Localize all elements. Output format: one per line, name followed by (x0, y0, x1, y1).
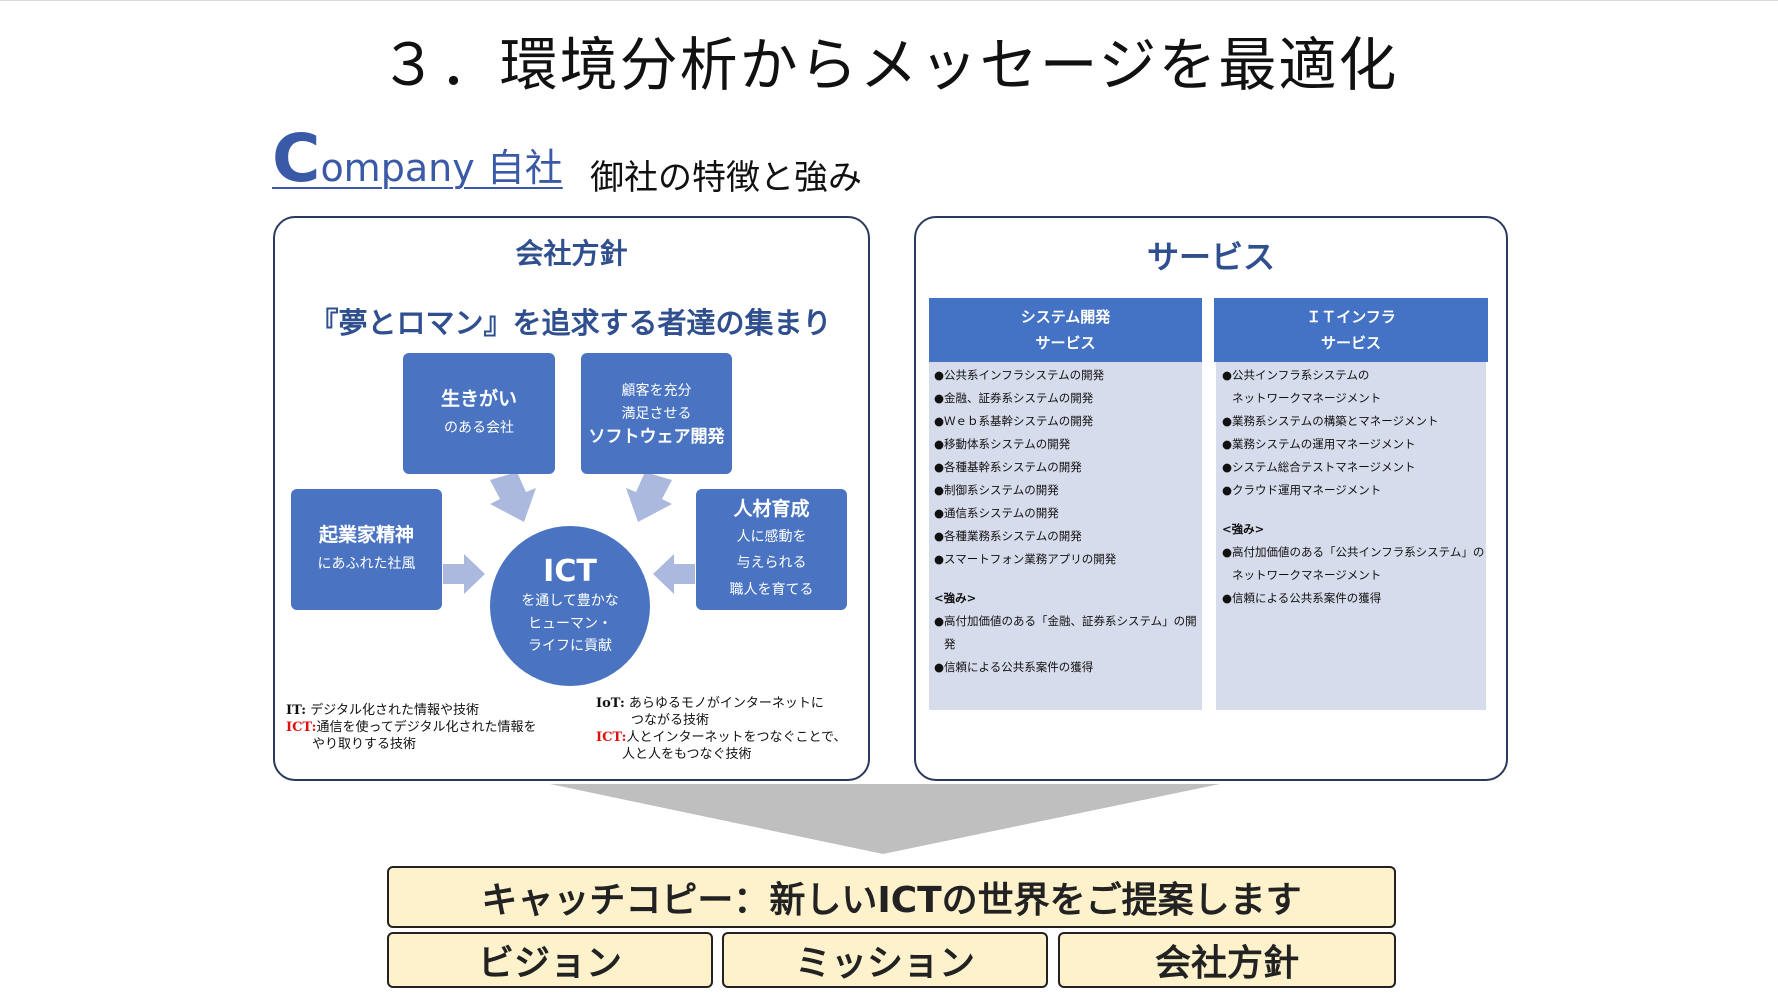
box-software-line1: 顧客を充分 (621, 382, 692, 399)
mission-box: ミッション (722, 932, 1048, 988)
ict-circle: ICT を通して豊かな ヒューマン・ ライフに貢献 (490, 526, 650, 686)
list-item: ●スマートフォン業務アプリの開発 (934, 552, 1117, 566)
arrow-talent-to-center (653, 554, 695, 594)
list-item: ●公共インフラ系システムの (1222, 368, 1370, 382)
arrow-ikigai-to-center (490, 472, 536, 522)
list-item: ネットワークマネージメント (1232, 391, 1382, 405)
service-heading: サービス (1146, 238, 1275, 276)
service-col1-header: システム開発 サービス (929, 298, 1202, 362)
company-initial: C (272, 120, 321, 197)
ict-circle-line3: ライフに貢献 (528, 638, 612, 655)
list-item: ●業務システムの運用マネージメント (1222, 437, 1416, 451)
list-gap (1222, 502, 1486, 518)
note-iot-text: あらゆるモノがインターネットに (624, 696, 824, 711)
list-item: ●金融、証券系システムの開発 (934, 391, 1094, 405)
note-ict2-text2: 人と人をもつなぐ技術 (622, 746, 752, 762)
company-subtitle: 御社の特徴と強み (590, 158, 862, 198)
service-col2-list: ●公共インフラ系システムの ネットワークマネージメント ●業務系システムの構築と… (1222, 364, 1486, 610)
note-ict2-key: ICT: (596, 729, 627, 745)
service-col1-head1: システム開発 (1020, 307, 1111, 326)
service-col1-head2: サービス (1035, 334, 1096, 352)
arrow-entrepreneur-to-center (443, 554, 485, 594)
strength-item: ネットワークマネージメント (1232, 568, 1382, 582)
box-talent-title: 人材育成 (733, 498, 810, 521)
box-software-title: ソフトウェア開発 (588, 426, 725, 447)
list-item: ●各種業務系システムの開発 (934, 529, 1082, 543)
box-talent-line1: 人に感動を (736, 528, 807, 545)
service-col2-header: ＩＴインフラ サービス (1214, 298, 1488, 362)
policy-arrows (443, 472, 695, 594)
box-talent: 人材育成 人に感動を 与えられる 職人を育てる (696, 489, 847, 610)
top-border-line (0, 0, 1778, 1)
arrow-software-to-center (626, 472, 672, 522)
note-iot-text2: つながる技術 (631, 712, 710, 728)
list-item: ●公共系インフラシステムの開発 (934, 368, 1105, 382)
box-ikigai-sub: のある会社 (444, 419, 514, 436)
ict-circle-line2: ヒューマン・ (528, 615, 612, 632)
ict-circle-line1: を通して豊かな (521, 593, 619, 610)
list-item: ●通信系システムの開発 (934, 506, 1059, 520)
note-ict2-text: 人とインターネットをつなぐことで、 (626, 729, 847, 745)
box-entrepreneur: 起業家精神 にあふれた社風 (291, 489, 442, 610)
list-item: ●制御系システムの開発 (934, 483, 1059, 497)
list-item: ●Ｗｅｂ系基幹システムの開発 (934, 414, 1094, 428)
box-software-line2: 満足させる (621, 405, 692, 422)
note-ict-text2: やり取りする技術 (312, 736, 417, 752)
box-ikigai: 生きがい のある会社 (403, 353, 555, 474)
service-col2-head1: ＩＴインフラ (1306, 307, 1396, 326)
box-software: 顧客を充分 満足させる ソフトウェア開発 (581, 353, 732, 474)
notes-right: IoT: あらゆるモノがインターネットに つながる技術 ICT:人とインターネッ… (596, 696, 861, 764)
service-col1-list: ●公共系インフラシステムの開発 ●金融、証券系システムの開発 ●Ｗｅｂ系基幹シス… (934, 364, 1200, 679)
box-entrepreneur-title: 起業家精神 (318, 524, 414, 547)
policy-slogan: 『夢とロマン』を追求する者達の集まり (309, 306, 832, 340)
slide-title: ３．環境分析からメッセージを最適化 (379, 31, 1399, 99)
strength-item: ●高付加価値のある「金融、証券系システム」の開 (934, 614, 1197, 628)
box-talent-line2: 与えられる (736, 555, 807, 572)
note-it-key: IT: (286, 703, 307, 718)
strength-item: 発 (944, 637, 956, 651)
vision-box: ビジョン (387, 932, 713, 988)
policy-heading: 会社方針 (515, 237, 628, 270)
list-gap (934, 571, 1200, 587)
list-item: ●クラウド運用マネージメント (1222, 483, 1382, 497)
funnel-arrow (550, 784, 1220, 854)
strength-label: <強み> (934, 591, 977, 605)
strength-item: ●信頼による公共系案件の獲得 (934, 660, 1094, 674)
note-it-text: デジタル化された情報や技術 (306, 703, 479, 718)
catchcopy-banner: キャッチコピー：新しいICTの世界をご提案します (387, 866, 1396, 928)
note-ict-text: 通信を使ってデジタル化された情報を (316, 719, 537, 735)
notes-left: IT: デジタル化された情報や技術 ICT:通信を使ってデジタル化された情報を … (286, 703, 576, 754)
note-ict-key: ICT: (286, 719, 317, 735)
ict-circle-title: ICT (543, 554, 597, 590)
list-item: ●システム総合テストマネージメント (1222, 460, 1416, 474)
note-iot-key: IoT: (596, 696, 625, 711)
box-entrepreneur-sub: にあふれた社風 (317, 555, 416, 572)
box-ikigai-title: 生きがい (440, 388, 517, 411)
strength-item: ●信頼による公共系案件の獲得 (1222, 591, 1382, 605)
service-col2-head2: サービス (1320, 334, 1381, 352)
list-item: ●各種基幹系システムの開発 (934, 460, 1082, 474)
list-item: ●業務系システムの構築とマネージメント (1222, 414, 1439, 428)
company-link[interactable]: Company 自社 (272, 120, 563, 197)
strength-item: ●高付加価値のある「公共インフラ系システム」の (1222, 545, 1485, 559)
list-item: ●移動体系システムの開発 (934, 437, 1071, 451)
box-talent-line3: 職人を育てる (729, 582, 814, 599)
service-col-it-infra (1216, 298, 1486, 710)
service-col-system-dev (929, 298, 1202, 710)
strength-label: <強み> (1222, 522, 1265, 536)
company-word: ompany 自社 (320, 146, 563, 190)
policy-box: 会社方針 (1058, 932, 1396, 988)
